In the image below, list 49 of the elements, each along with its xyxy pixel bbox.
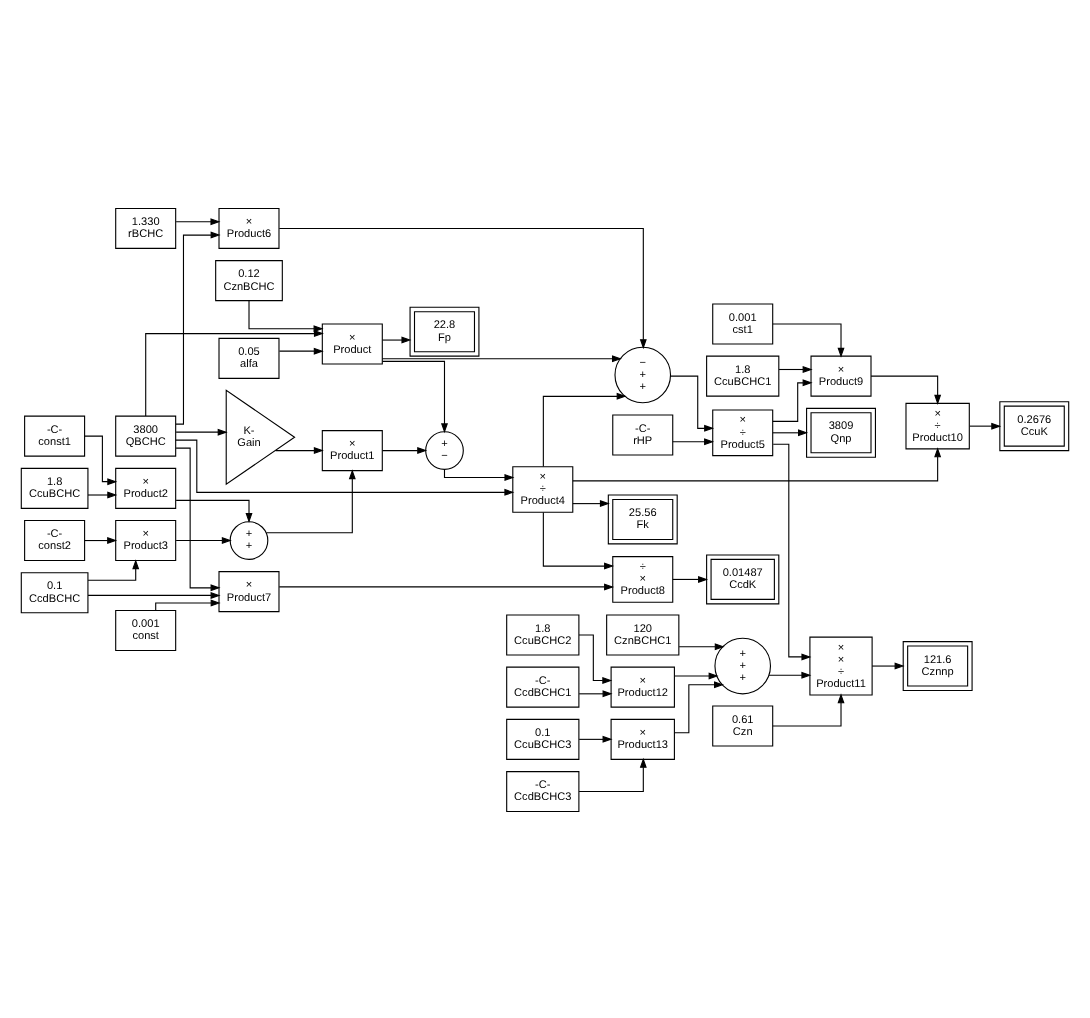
arrow <box>772 378 813 421</box>
arrow <box>175 498 253 523</box>
arrow <box>87 490 118 498</box>
arrow <box>381 446 428 454</box>
arrow <box>772 692 845 726</box>
arrow <box>572 446 942 481</box>
arrow <box>175 446 221 591</box>
arrow <box>572 499 610 507</box>
arrow <box>871 661 905 669</box>
arrow <box>145 329 324 416</box>
arrow <box>278 582 615 590</box>
arrow <box>275 446 324 454</box>
arrow <box>578 633 613 683</box>
arrow <box>84 434 118 485</box>
arrow <box>578 734 613 742</box>
arrow <box>674 680 725 733</box>
arrow <box>87 558 140 580</box>
arrow <box>778 365 813 372</box>
arrow <box>674 671 719 679</box>
arrow <box>175 230 221 424</box>
arrow <box>669 374 715 431</box>
arrow <box>278 226 647 349</box>
arrow <box>772 322 845 357</box>
arrow <box>87 590 221 598</box>
arrow <box>248 299 324 332</box>
arrow <box>768 670 812 678</box>
arrow <box>381 359 448 433</box>
arrow <box>672 574 709 582</box>
arrow <box>175 217 221 225</box>
arrow <box>84 536 118 544</box>
arrow <box>443 468 515 480</box>
arrow <box>542 391 627 466</box>
arrow <box>578 689 613 697</box>
arrow <box>175 427 228 435</box>
arrow <box>542 510 615 569</box>
arrow <box>578 756 647 792</box>
arrow <box>772 442 812 660</box>
arrow <box>381 335 412 343</box>
arrow <box>772 428 809 436</box>
arrow <box>870 374 942 404</box>
arrow <box>155 598 221 611</box>
arrow <box>175 536 232 544</box>
arrow <box>175 438 515 495</box>
arrow <box>381 354 622 362</box>
arrow <box>278 346 324 354</box>
arrow <box>265 468 356 533</box>
arrow <box>672 437 715 445</box>
arrow <box>969 421 1002 429</box>
arrow <box>678 642 725 650</box>
